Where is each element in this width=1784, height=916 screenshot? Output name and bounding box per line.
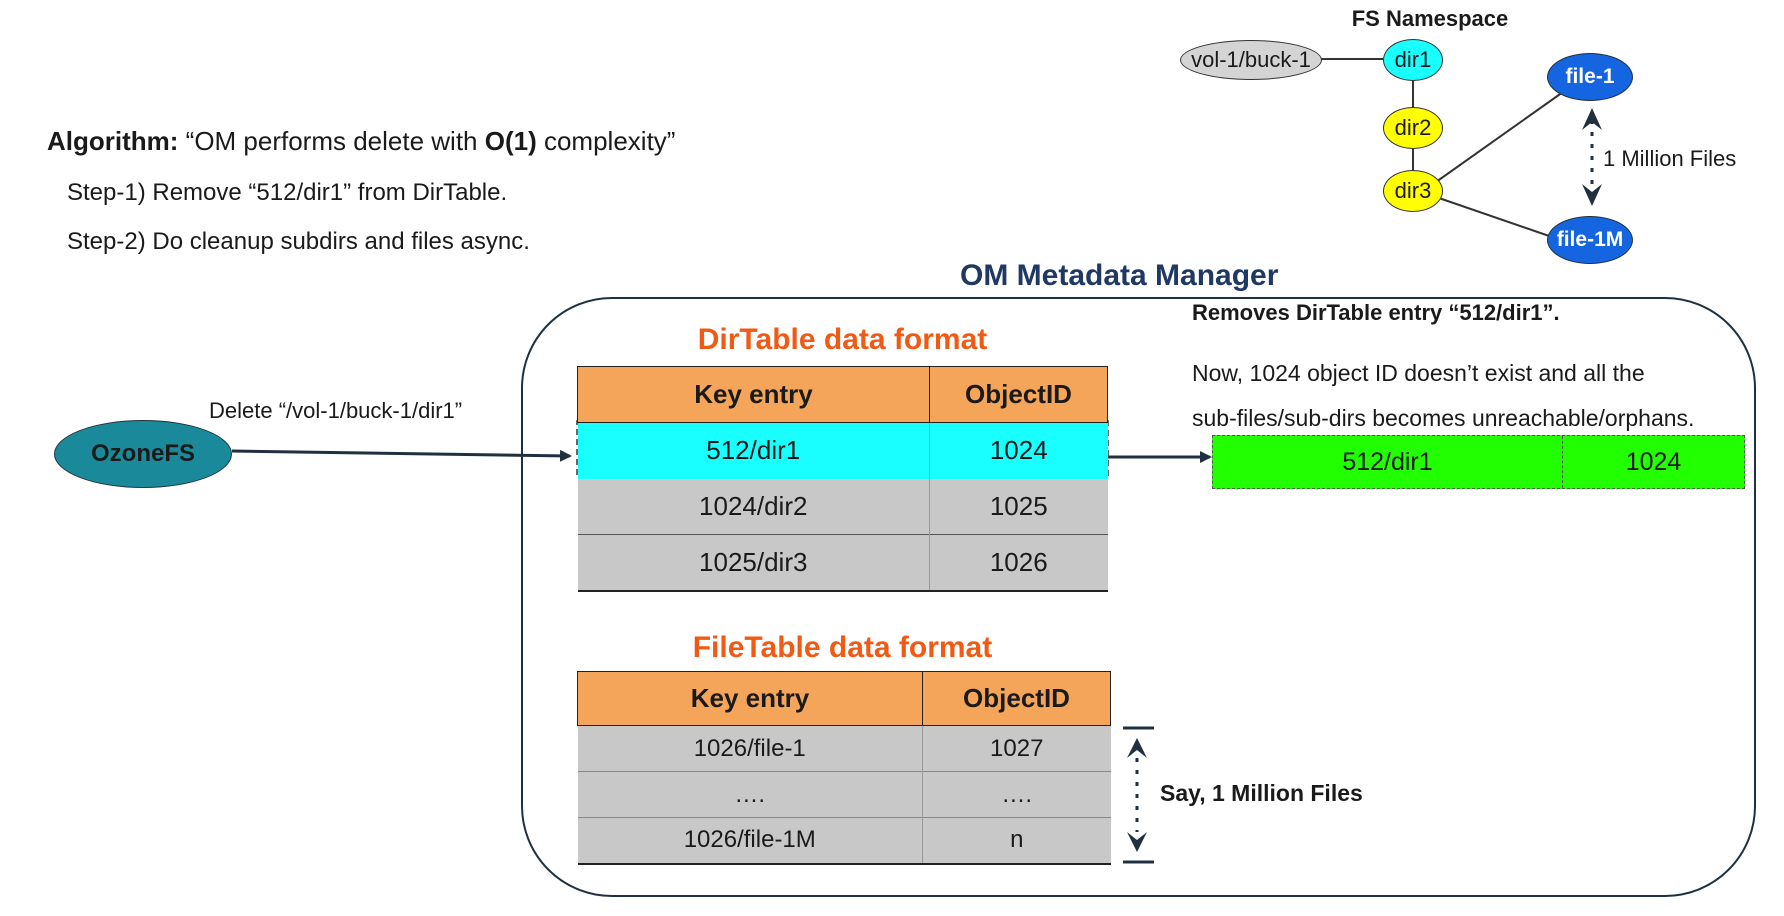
file-row-objectid: 1027 [990, 734, 1044, 762]
dir-table-header-objectid: ObjectID [929, 366, 1108, 423]
node-dir2: dir2 [1383, 107, 1443, 149]
file-row-objectid: n [1010, 826, 1024, 854]
say-million-label: Say, 1 Million Files [1160, 780, 1363, 806]
file-table-header-objectid: ObjectID [922, 671, 1111, 726]
range-down-arrowhead-icon [1127, 832, 1147, 852]
ozonefs-client: OzoneFS [54, 420, 232, 488]
up-arrowhead-icon [1582, 108, 1602, 130]
removed-entry-row: 512/dir1 1024 [1212, 435, 1745, 489]
file-table-header: Key entry ObjectID [577, 671, 1111, 726]
dir-row-key: 1025/dir3 [577, 534, 930, 591]
dir-row-key: 1024/dir2 [577, 478, 930, 535]
algorithm-quote-post: complexity” [536, 126, 676, 156]
removal-line-3: sub-files/sub-dirs becomes unreachable/o… [1192, 405, 1695, 431]
node-file-1m: file-1M [1547, 216, 1633, 264]
node-vol-buck: vol-1/buck-1 [1180, 40, 1322, 80]
file-row-key: …. [577, 771, 923, 818]
table-row: 512/dir1 1024 [577, 422, 1108, 479]
dir-table: Key entry ObjectID 512/dir1 1024 1024/di… [577, 366, 1108, 592]
om-container [521, 297, 1756, 897]
removal-line-2: Now, 1024 object ID doesn’t exist and al… [1192, 360, 1645, 386]
file-row-key: 1026/file-1M [577, 817, 923, 864]
dir-row-objectid: 1026 [989, 546, 1048, 577]
dir-row-objectid: 1025 [989, 490, 1048, 521]
table-row: 1024/dir2 1025 [577, 478, 1108, 535]
node-dir3: dir3 [1383, 170, 1443, 212]
table-row: 1026/file-1 1027 [577, 725, 1111, 772]
file-row-key: 1026/file-1 [577, 725, 923, 772]
table-row: 1026/file-1M n [577, 817, 1111, 864]
algorithm-label: Algorithm: [47, 126, 179, 156]
file-table-header-key: Key entry [577, 671, 923, 726]
algorithm-step-2: Step-2) Do cleanup subdirs and files asy… [67, 228, 530, 255]
file-table-title: FileTable data format [692, 631, 993, 664]
dir-table-title: DirTable data format [697, 323, 988, 356]
table-row: 1025/dir3 1026 [577, 534, 1108, 591]
removed-entry-objectid: 1024 [1625, 447, 1682, 476]
dir-table-header: Key entry ObjectID [577, 366, 1108, 423]
edge-dir3-file1m [1435, 196, 1556, 239]
table-row: …. …. [577, 771, 1111, 818]
edge-dir3-file1 [1435, 91, 1564, 183]
om-title: OM Metadata Manager [960, 259, 1279, 292]
removed-entry-key: 512/dir1 [1213, 436, 1563, 488]
file-row-objectid: …. [1001, 780, 1033, 808]
algorithm-complexity: O(1) [484, 126, 537, 156]
removal-line-1: Removes DirTable entry “512/dir1”. [1192, 300, 1560, 325]
dir-row-objectid: 1024 [989, 435, 1048, 466]
algorithm-line: Algorithm: “OM performs delete with O(1)… [47, 126, 675, 157]
down-arrowhead-icon [1582, 184, 1602, 206]
namespace-title: FS Namespace [1351, 6, 1509, 31]
delete-request-label: Delete “/vol-1/buck-1/dir1” [209, 398, 463, 423]
node-dir1: dir1 [1383, 39, 1443, 81]
delete-request-arrow [231, 449, 572, 462]
dir-table-header-key: Key entry [577, 366, 930, 423]
range-up-arrowhead-icon [1127, 738, 1147, 758]
algorithm-step-1: Step-1) Remove “512/dir1” from DirTable. [67, 179, 508, 206]
node-file-1: file-1 [1547, 53, 1633, 101]
dir-row-key: 512/dir1 [577, 422, 930, 479]
algorithm-quote-pre: “OM performs delete with [185, 126, 485, 156]
namespace-million-label: 1 Million Files [1603, 146, 1737, 171]
file-table: Key entry ObjectID 1026/file-1 1027 …. …… [577, 671, 1111, 865]
